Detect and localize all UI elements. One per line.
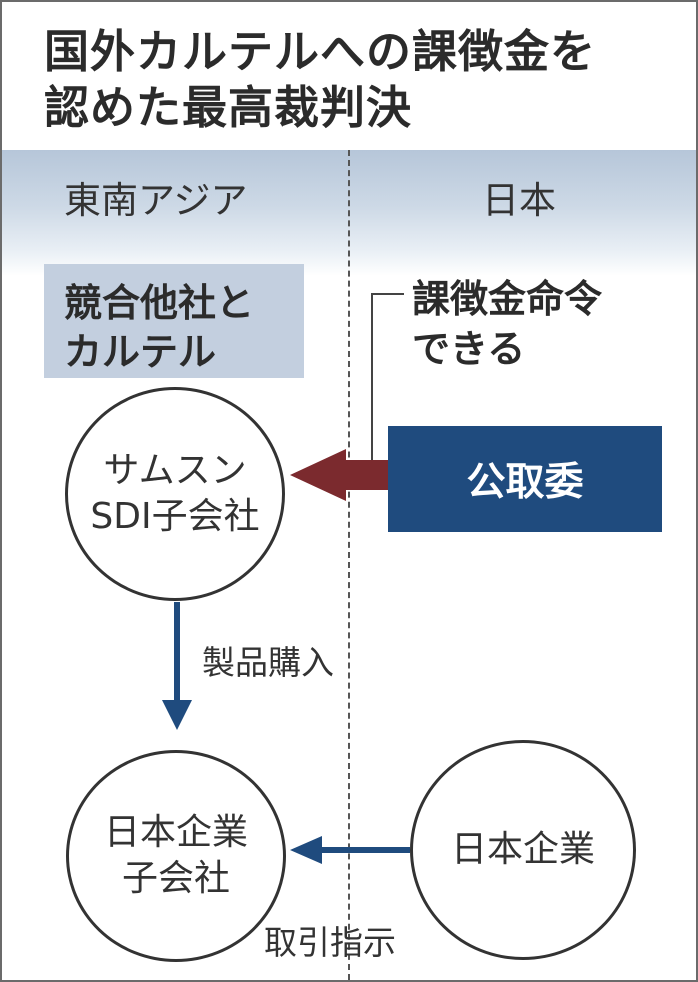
japan-subsidiary-line-2: 子会社 — [121, 858, 230, 899]
cartel-note-box: 競合他社と カルテル — [44, 264, 304, 378]
japan-subsidiary-line-1: 日本企業 — [103, 812, 248, 853]
japan-company-label: 日本企業 — [450, 829, 595, 870]
instruction-edge-label: 取引指示 — [264, 923, 396, 962]
samsung-sdi-subsidiary-node: サムスン SDI子会社 — [65, 387, 285, 601]
japan-company-node: 日本企業 — [410, 740, 636, 960]
japan-subsidiary-node: 日本企業 子会社 — [66, 750, 286, 962]
order-arrow — [290, 449, 388, 501]
region-label-southeast-asia: 東南アジア — [64, 179, 248, 222]
ftc-box: 公取委 — [388, 426, 662, 532]
diagram-title: 国外カルテルへの課徴金を 認めた最高裁判決 — [44, 24, 684, 136]
authority-note-line-2: できる — [412, 327, 526, 371]
cartel-note-line-1: 競合他社と — [64, 281, 255, 325]
authority-leader-line — [371, 293, 404, 472]
title-line-1: 国外カルテルへの課徴金を — [44, 25, 597, 78]
purchase-edge-label: 製品購入 — [202, 643, 334, 682]
cartel-note-line-2: カルテル — [64, 330, 217, 374]
instruction-arrowhead — [290, 836, 322, 864]
samsung-node-line-2: SDI子会社 — [90, 496, 260, 537]
samsung-node-line-1: サムスン — [103, 450, 247, 491]
purchase-arrowhead — [162, 700, 192, 730]
region-label-japan: 日本 — [482, 179, 556, 222]
title-line-2: 認めた最高裁判決 — [44, 81, 413, 134]
authority-note-line-1: 課徴金命令 — [412, 277, 603, 321]
ftc-label: 公取委 — [466, 460, 584, 505]
border-divider-line — [348, 150, 350, 980]
